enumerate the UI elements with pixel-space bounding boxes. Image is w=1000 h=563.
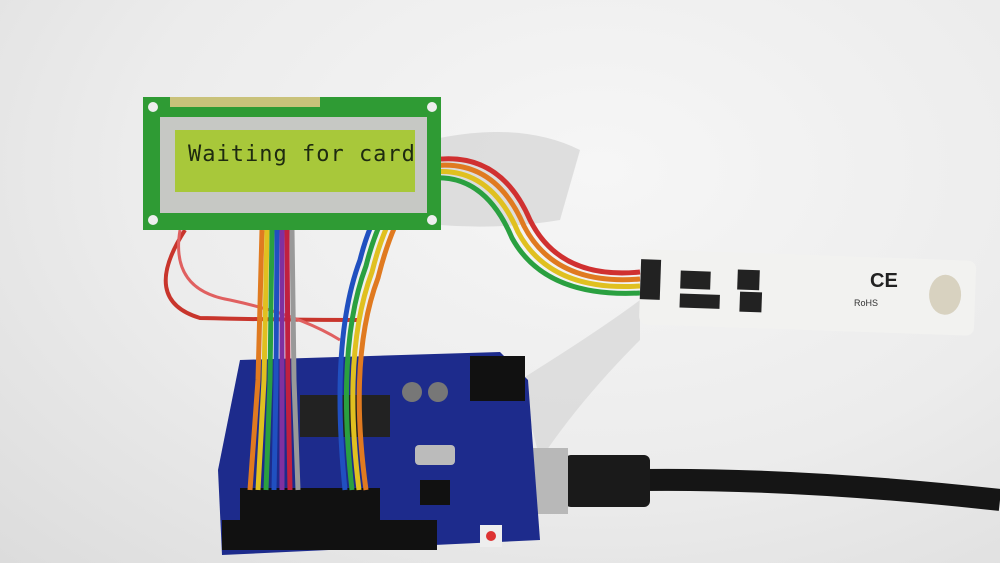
lcd-message: Waiting for card <box>188 142 416 167</box>
module-chip <box>737 269 760 291</box>
usb-chip <box>420 480 450 505</box>
header-pins-bottom <box>222 520 437 550</box>
lcd-screen <box>175 130 415 192</box>
crystal <box>415 445 455 465</box>
usb-cable <box>639 468 1000 511</box>
module-header <box>639 259 662 300</box>
usb-plug <box>565 455 650 507</box>
ribbon-cable-lcd <box>247 229 301 491</box>
power-jack <box>470 356 525 401</box>
capacitor <box>402 382 422 402</box>
module-chip <box>679 293 720 309</box>
module-chip <box>739 291 763 313</box>
capacitor <box>428 382 448 402</box>
arduino-shadow <box>520 300 640 460</box>
rfid-module <box>639 249 977 336</box>
module-chip <box>680 270 711 290</box>
rohs-mark: RoHS <box>854 298 879 308</box>
header-pins <box>240 488 380 523</box>
coin-battery <box>929 274 962 315</box>
ce-mark: CE <box>870 270 898 292</box>
lcd-pins <box>170 97 320 107</box>
